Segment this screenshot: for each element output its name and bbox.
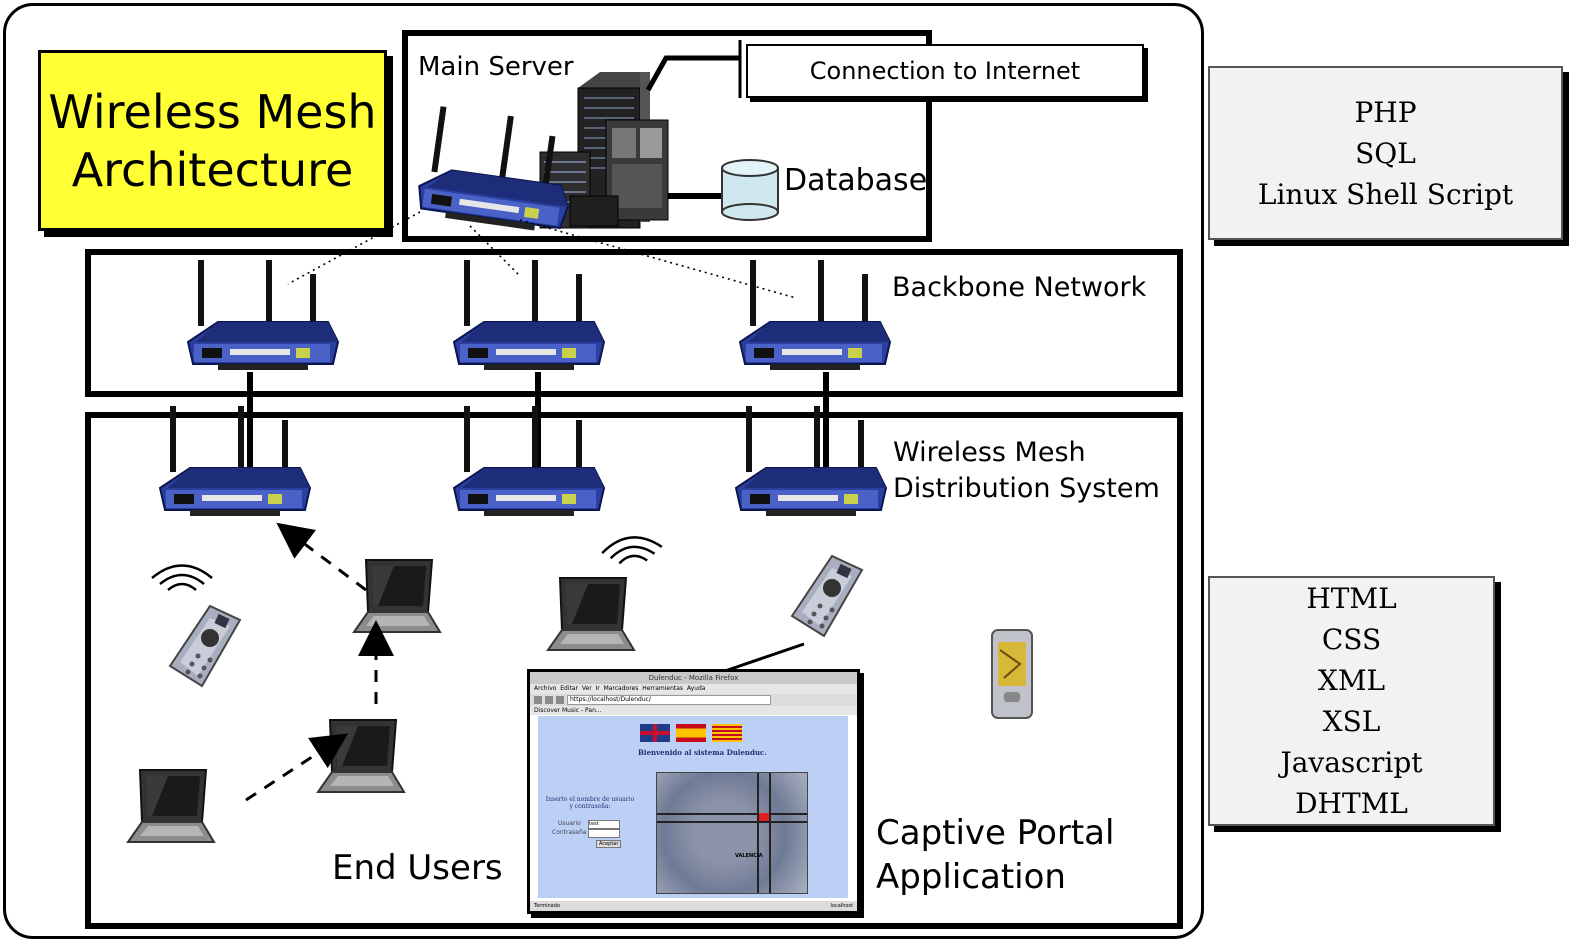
relay-arrows [245, 522, 394, 802]
username-label: Usuario [558, 820, 581, 827]
distribution-label-line-1: Wireless Mesh [893, 437, 1086, 468]
main-server-label: Main Server [418, 52, 574, 82]
internet-connection-box: Connection to Internet [746, 44, 1144, 98]
username-input[interactable]: test [588, 820, 620, 829]
password-input[interactable] [588, 829, 620, 838]
laptop-icon-3 [317, 719, 405, 793]
mesh-router-3-icon [735, 405, 887, 517]
pda-icon [991, 629, 1033, 719]
server-tech-shell: Linux Shell Script [1257, 177, 1514, 211]
reload-icon[interactable] [556, 696, 564, 704]
status-left: Terminado [534, 903, 560, 909]
mesh-router-2-icon [453, 405, 605, 517]
client-technologies-box: HTML CSS XML XSL Javascript DHTML [1208, 576, 1495, 826]
title-line-1: Wireless Mesh [48, 84, 377, 139]
menu-item[interactable]: Ayuda [686, 685, 706, 692]
mobile-phone-icon-2 [791, 555, 863, 637]
language-flags [640, 724, 742, 742]
client-tech-css: CSS [1321, 623, 1382, 656]
catalan-flag-icon[interactable] [712, 724, 742, 742]
laptop-icon-2 [547, 577, 635, 651]
backbone-router-1-icon [187, 259, 339, 371]
accept-button[interactable]: Aceptar [596, 840, 622, 848]
menu-item[interactable]: Ir [595, 685, 600, 692]
backbone-dotted-links [287, 211, 797, 299]
browser-toolbar: https://localhost/Dulenduc/ [530, 694, 857, 706]
portal-welcome: Bienvenido al sistema Dulenduc. [638, 748, 767, 757]
database-label: Database [784, 163, 928, 198]
password-label: Contraseña [552, 829, 587, 836]
server-tech-sql: SQL [1355, 136, 1416, 170]
captive-portal-label-2: Application [876, 857, 1066, 897]
menu-item[interactable]: Herramientas [642, 685, 684, 692]
client-tech-html: HTML [1306, 582, 1397, 615]
laptop-icon-1 [353, 559, 441, 633]
server-tech-php: PHP [1354, 95, 1417, 129]
database-icon [668, 159, 779, 221]
browser-status-bar: Terminado localhost [530, 901, 857, 911]
client-tech-javascript: Javascript [1280, 746, 1423, 779]
map-city-label: VALENCIA [735, 853, 763, 859]
mesh-router-1-icon [159, 405, 311, 517]
map-selection-marker[interactable] [759, 813, 769, 821]
browser-title: Dulenduc - Mozilla Firefox [648, 674, 739, 682]
internet-link-line [645, 55, 740, 92]
login-prompt: Inserte el nombre de usuario y contraseñ… [545, 796, 635, 810]
back-icon[interactable] [534, 696, 542, 704]
bookmark-item[interactable]: Discover Music - Pan... [534, 707, 602, 714]
browser-menu-bar: Archivo Editar Ver Ir Marcadores Herrami… [530, 684, 857, 694]
mobile-phone-icon [169, 605, 241, 687]
distribution-label-line-2: Distribution System [893, 473, 1160, 504]
captive-portal-screenshot: Dulenduc - Mozilla Firefox Archivo Edita… [527, 669, 860, 914]
browser-title-bar: Dulenduc - Mozilla Firefox [530, 672, 857, 684]
portal-page: Bienvenido al sistema Dulenduc. Inserte … [538, 716, 848, 898]
backbone-router-3-icon [739, 259, 891, 371]
url-bar[interactable]: https://localhost/Dulenduc/ [567, 695, 771, 705]
wifi-waves-icon-2 [599, 533, 665, 567]
client-tech-dhtml: DHTML [1295, 787, 1408, 820]
menu-item[interactable]: Editar [560, 685, 579, 692]
diagram-title: Wireless Mesh Architecture [38, 50, 387, 231]
english-flag-icon[interactable] [640, 724, 670, 742]
title-line-2: Architecture [71, 142, 354, 197]
spanish-flag-icon[interactable] [676, 724, 706, 742]
menu-item[interactable]: Ver [581, 685, 592, 692]
menu-item[interactable]: Archivo [534, 685, 557, 692]
wifi-waves-icon [150, 564, 214, 592]
end-users-label: End Users [332, 848, 503, 888]
client-tech-xsl: XSL [1322, 705, 1381, 738]
city-map: VALENCIA [656, 772, 808, 894]
captive-portal-label-1: Captive Portal [876, 813, 1115, 853]
status-right: localhost [830, 903, 853, 909]
internet-connection-label: Connection to Internet [809, 57, 1081, 85]
server-technologies-box: PHP SQL Linux Shell Script [1208, 66, 1563, 240]
forward-icon[interactable] [545, 696, 553, 704]
backbone-network-label: Backbone Network [892, 272, 1147, 303]
backbone-router-2-icon [453, 259, 605, 371]
laptop-icon-4 [127, 769, 215, 843]
menu-item[interactable]: Marcadores [603, 685, 639, 692]
bookmarks-bar: Discover Music - Pan... [530, 706, 857, 715]
client-tech-xml: XML [1317, 664, 1386, 697]
